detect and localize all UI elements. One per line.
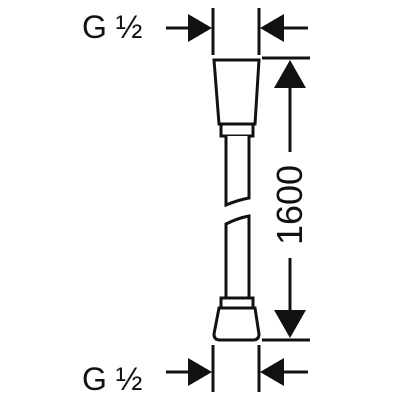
top-nut xyxy=(212,58,261,126)
shower-hose xyxy=(212,58,261,342)
length-value-label: 1600 xyxy=(269,165,310,245)
length-top-arrowhead xyxy=(274,60,306,88)
lower-hose-segment xyxy=(224,214,251,300)
top-right-arrowhead xyxy=(260,14,284,42)
bottom-left-arrowhead xyxy=(188,358,212,386)
bottom-right-arrowhead xyxy=(260,358,284,386)
top-left-arrowhead xyxy=(188,14,212,42)
top-sleeve xyxy=(219,122,255,138)
top-thread-label: G ½ xyxy=(82,9,142,45)
length-bottom-arrowhead xyxy=(274,310,306,338)
top-width-dimension xyxy=(166,8,308,55)
bottom-width-dimension xyxy=(166,345,308,392)
bottom-nut xyxy=(212,306,261,342)
upper-hose-segment xyxy=(224,136,251,208)
bottom-thread-label: G ½ xyxy=(82,361,142,397)
length-dimension xyxy=(262,56,310,342)
